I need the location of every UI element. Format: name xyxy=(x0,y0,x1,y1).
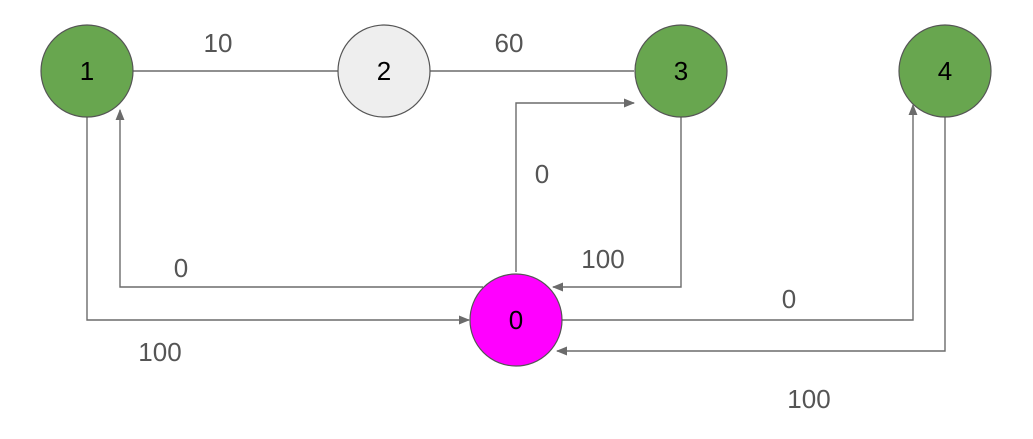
edge-3-0[interactable] xyxy=(551,117,682,292)
edge-label-4-0: 100 xyxy=(787,384,830,414)
edge-label-1-0: 100 xyxy=(138,337,181,367)
edge-label-1-2: 10 xyxy=(204,28,233,58)
node-2-label: 2 xyxy=(377,56,391,86)
edge-label-3-0: 100 xyxy=(581,244,624,274)
node-2[interactable]: 2 xyxy=(337,24,431,118)
edge-label-0-4: 0 xyxy=(782,284,796,314)
edge-label-2-3: 60 xyxy=(495,28,524,58)
node-0-circle[interactable] xyxy=(469,273,563,367)
node-1[interactable]: 1 xyxy=(40,24,134,118)
edge-4-0[interactable] xyxy=(555,117,946,356)
edge-0-3[interactable] xyxy=(515,98,636,272)
edge-label-0-1: 0 xyxy=(174,253,188,283)
edge-labels-layer: 10 60 0 100 0 100 0 100 xyxy=(138,28,830,414)
node-1-circle[interactable] xyxy=(40,24,134,118)
node-0-label: 0 xyxy=(509,305,523,335)
edges-layer xyxy=(86,70,946,356)
node-3[interactable]: 3 xyxy=(634,24,728,118)
node-1-label: 1 xyxy=(80,56,94,86)
edge-1-0[interactable] xyxy=(86,117,471,325)
nodes-layer: 1 2 3 4 0 xyxy=(40,24,992,367)
node-4[interactable]: 4 xyxy=(898,24,992,118)
node-0[interactable]: 0 xyxy=(469,273,563,367)
node-4-circle[interactable] xyxy=(898,24,992,118)
node-3-circle[interactable] xyxy=(634,24,728,118)
edge-0-4[interactable] xyxy=(562,103,918,321)
edge-0-1[interactable] xyxy=(115,108,483,288)
edge-label-0-3: 0 xyxy=(535,159,549,189)
node-2-circle[interactable] xyxy=(337,24,431,118)
node-3-label: 3 xyxy=(674,56,688,86)
node-4-label: 4 xyxy=(938,56,952,86)
